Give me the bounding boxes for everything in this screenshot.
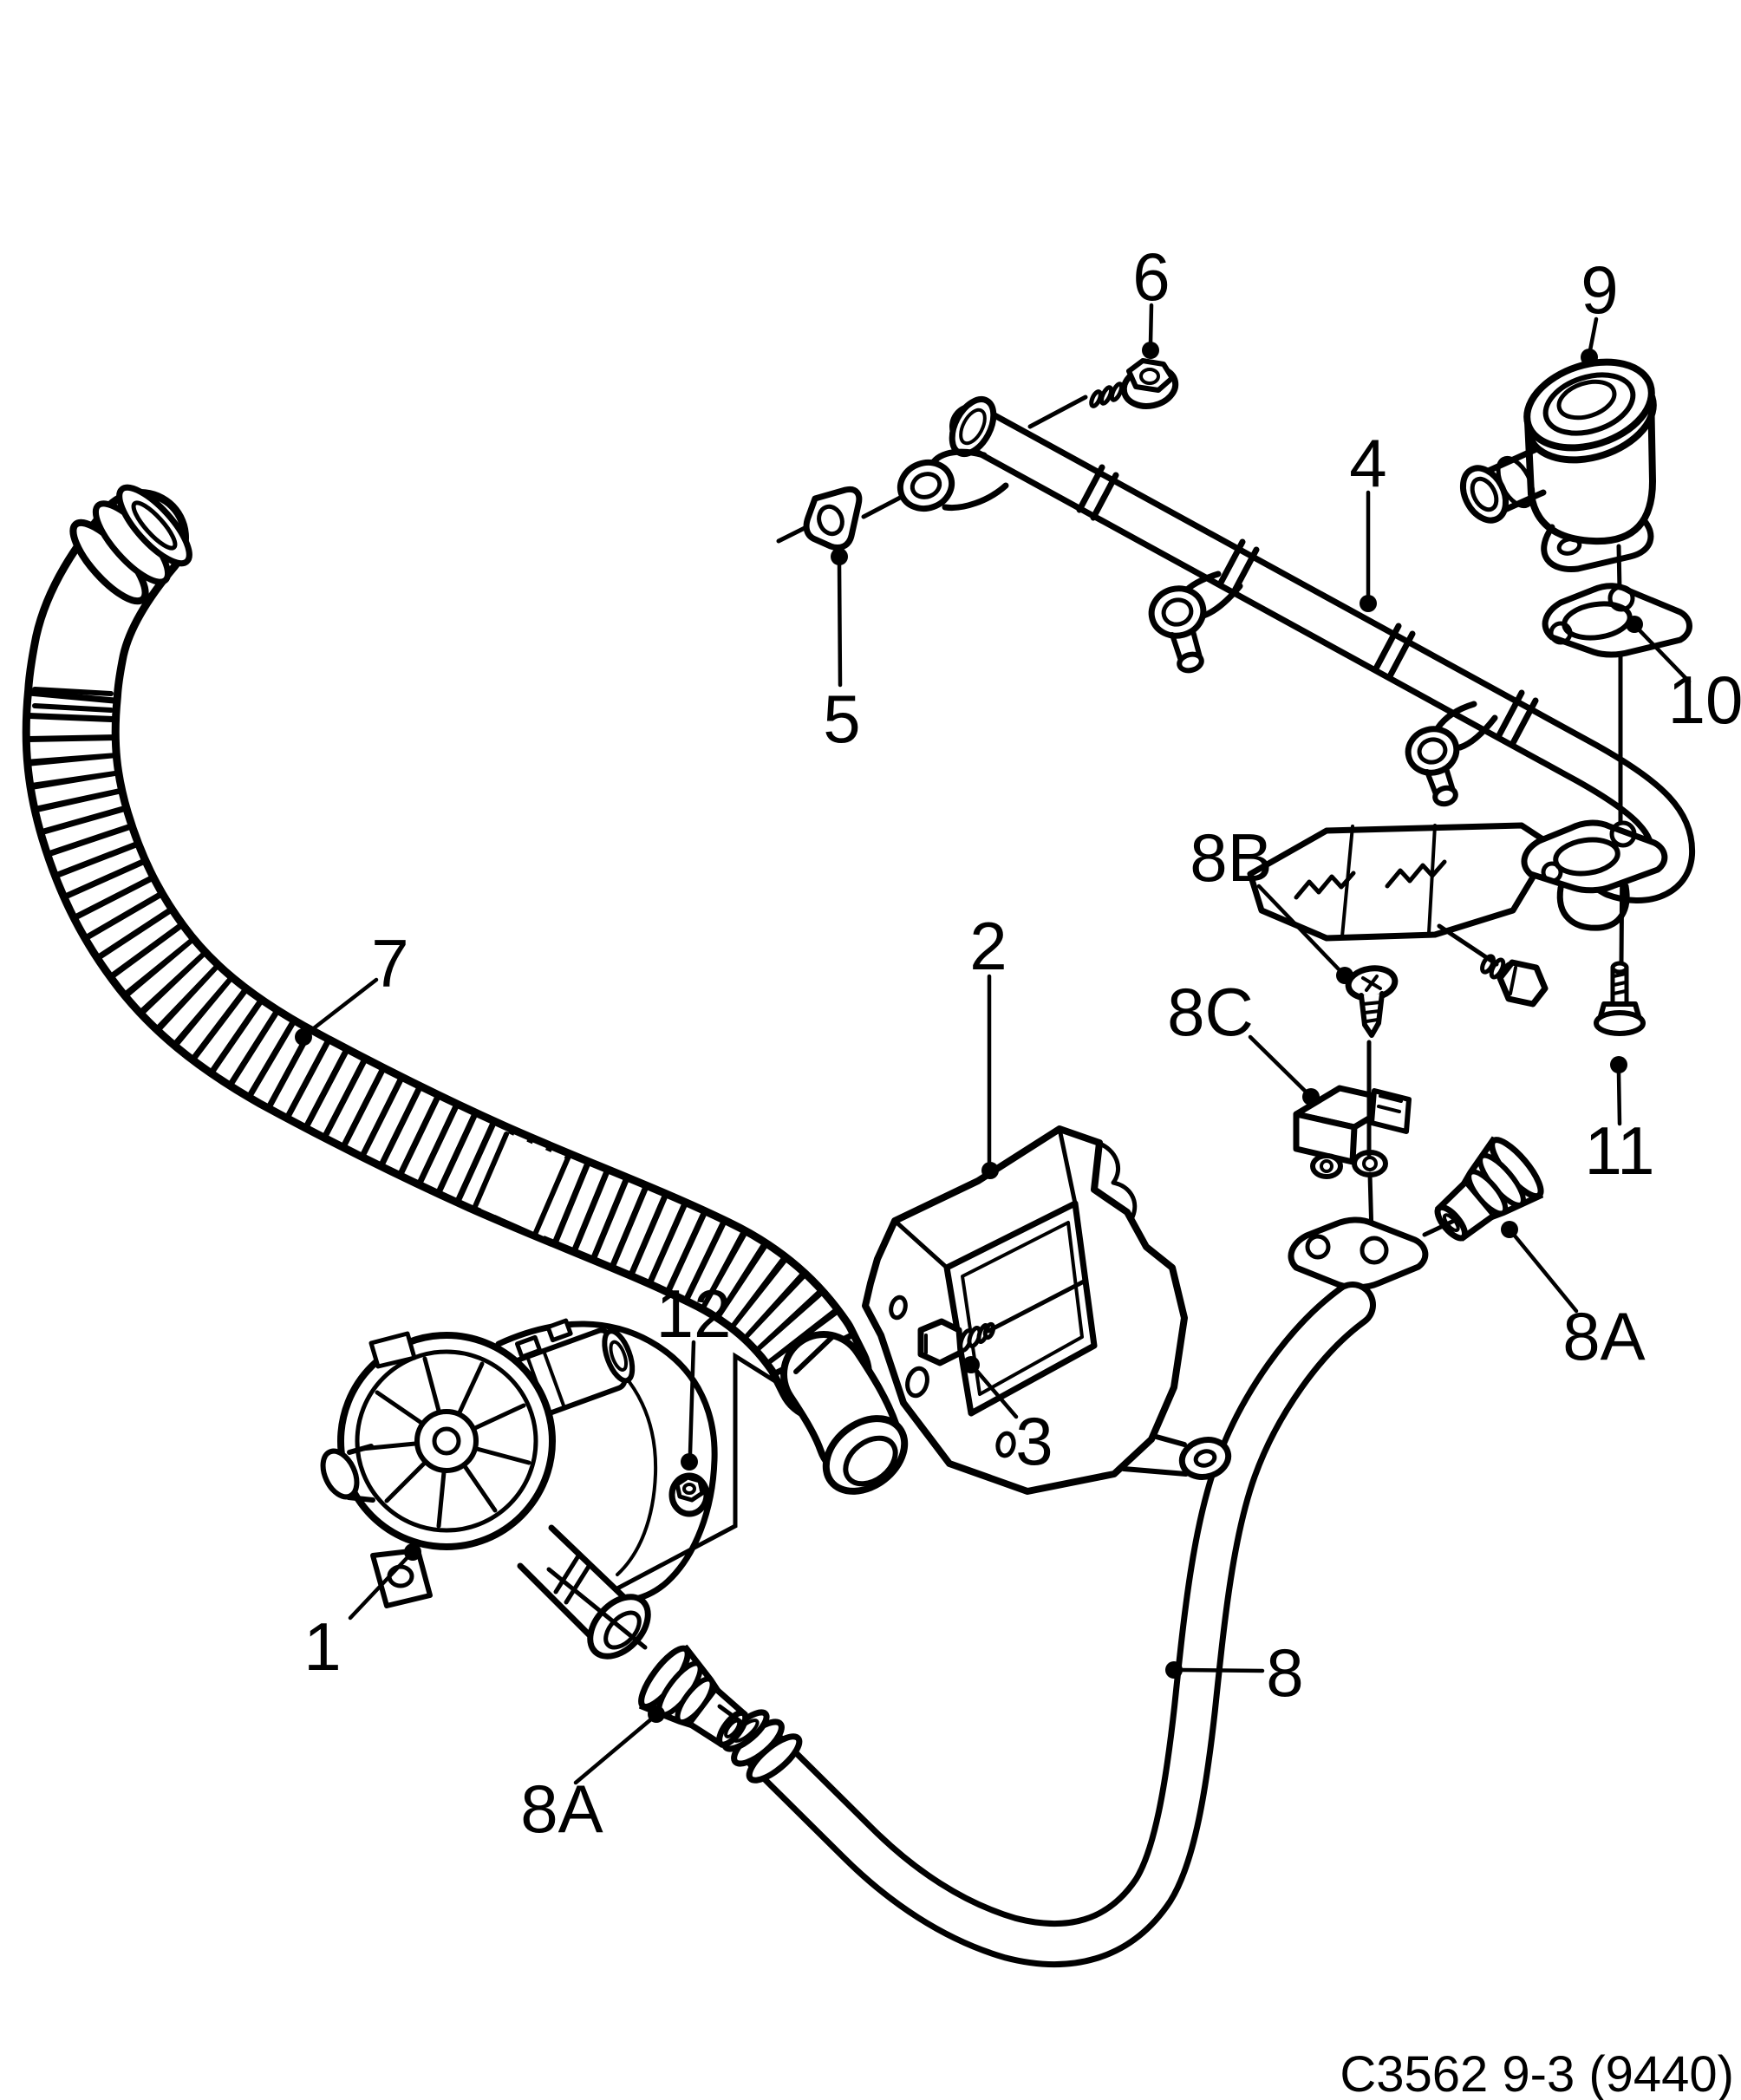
leader-lines xyxy=(295,303,1692,1785)
part-label-12: 12 xyxy=(656,1275,732,1352)
pipe-lug-right xyxy=(1405,701,1498,807)
part-label-10: 10 xyxy=(1668,662,1741,738)
cap-5 xyxy=(803,486,863,551)
pipe-lug-middle xyxy=(1148,571,1243,674)
air-pump-1 xyxy=(320,1318,718,1660)
screw-11 xyxy=(1594,961,1646,1036)
part-label-8: 8 xyxy=(1266,1634,1303,1711)
part-label-4: 4 xyxy=(1349,425,1386,501)
figure-caption: C3562 9-3 (9440) xyxy=(1340,2046,1734,2100)
heat-shield xyxy=(1247,822,1555,942)
valve-port xyxy=(1459,446,1547,524)
nut-12 xyxy=(668,1472,710,1517)
part-label-5: 5 xyxy=(823,681,860,757)
part-label-2: 2 xyxy=(969,908,1007,984)
pipe-lug-left xyxy=(897,448,1009,512)
part-label-8c: 8C xyxy=(1167,974,1254,1050)
item-12-grouping-bracket xyxy=(615,1352,785,1591)
gasket-10 xyxy=(1542,583,1692,658)
part-label-6: 6 xyxy=(1132,238,1170,315)
corrugated-hose-7 xyxy=(22,484,909,1495)
part-label-9: 9 xyxy=(1581,251,1618,328)
screw-8b xyxy=(1345,965,1399,1038)
part-label-8b: 8B xyxy=(1190,819,1272,896)
hose8-flange xyxy=(1288,1216,1429,1291)
alignment-lines xyxy=(546,395,1499,1725)
hose-top-cuff xyxy=(69,484,192,605)
shield-bolt xyxy=(1480,954,1549,1008)
valve-9 xyxy=(1459,358,1657,572)
sensor-column-lines xyxy=(1366,1040,1374,1237)
part-label-3: 3 xyxy=(1015,1403,1053,1479)
pipe-end-flange xyxy=(1521,819,1668,931)
part-label-11: 11 xyxy=(1585,1112,1655,1189)
part-label-7: 7 xyxy=(371,925,408,1001)
part-label-8a-right: 8A xyxy=(1562,1298,1645,1374)
part-label-8a-left: 8A xyxy=(520,1771,603,1847)
sensor-8c xyxy=(1293,1085,1412,1179)
nut-6 xyxy=(1089,358,1179,409)
bolt-3 xyxy=(917,1318,996,1366)
part-label-1: 1 xyxy=(303,1608,341,1685)
connector-8a-right xyxy=(1422,1133,1549,1255)
